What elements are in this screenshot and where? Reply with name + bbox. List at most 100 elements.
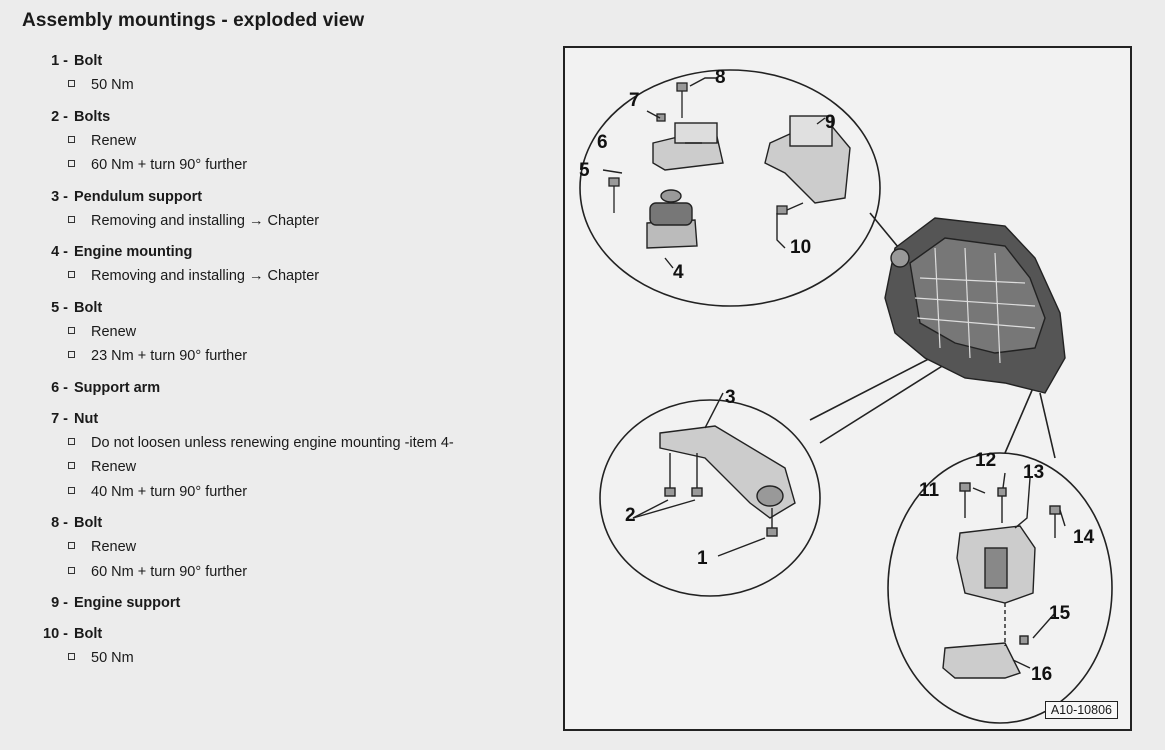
legend-item-number: 1 -: [51, 53, 68, 69]
legend-item: 1 - Bolt 50 Nm: [36, 50, 536, 98]
callout-15: 15: [1049, 603, 1071, 624]
legend-item-number: 10 -: [43, 626, 68, 642]
legend-item-name: Support arm: [74, 379, 161, 396]
legend-item-name: Pendulum support: [74, 188, 203, 205]
legend-note-text: 60 Nm + turn 90° further: [91, 563, 248, 580]
exploded-view-drawing: 8 7 6 9 5 10 4 3 2 1 11 12 13 14 15 16: [579, 67, 1113, 724]
legend-note-text: 50 Nm: [91, 650, 134, 666]
callout-1: 1: [697, 548, 708, 569]
checkbox-bullet-icon: [68, 437, 75, 445]
callout-12: 12: [975, 450, 996, 471]
legend-note: Renew: [36, 455, 536, 480]
checkbox-bullet-icon: [68, 486, 75, 494]
legend-note: Renew: [36, 535, 536, 560]
legend-item-heading: 4 - Engine mounting: [36, 241, 536, 264]
legend-note-text: 50 Nm: [91, 77, 134, 93]
legend-item-name: Bolt: [74, 53, 103, 69]
gearbox-mounting-drawing: [942, 482, 1061, 679]
legend-item-number: 4 -: [51, 244, 68, 260]
legend-note-text: Removing and installing → Chapter: [91, 212, 320, 229]
legend-note: 50 Nm: [36, 646, 536, 671]
legend-item-name: Bolt: [74, 515, 103, 531]
legend-note: Renew: [36, 129, 536, 154]
legend-note-text: Removing and installing → Chapter: [91, 268, 320, 284]
legend-note: 60 Nm + turn 90° further: [36, 153, 536, 178]
legend-item: 9 - Engine support: [36, 592, 536, 615]
legend-note: Removing and installing → Chapter: [36, 209, 536, 234]
legend-note-text: Renew: [91, 459, 137, 475]
legend-item: 7 - Nut Do not loosen unless renewing engi…: [36, 408, 536, 505]
callout-6: 6: [597, 132, 608, 153]
support-arm-drawing: [652, 122, 724, 171]
legend-note-text: Do not loosen unless renewing engine mou…: [91, 434, 454, 451]
callout-4: 4: [673, 262, 684, 283]
callout-3: 3: [725, 387, 736, 408]
checkbox-bullet-icon: [68, 215, 75, 223]
callout-8: 8: [715, 67, 726, 88]
page-title: Assembly mountings - exploded view: [22, 10, 365, 31]
checkbox-bullet-icon: [68, 271, 75, 278]
bolts-top-drawing: [608, 82, 804, 215]
legend-item-name: Engine support: [74, 595, 181, 611]
figure-reference-label: A10-10806: [1044, 701, 1118, 719]
legend-item-name: Engine mounting: [74, 244, 193, 260]
legend-item-number: 8 -: [51, 515, 68, 531]
checkbox-bullet-icon: [68, 135, 75, 143]
legend-note: Renew: [36, 320, 536, 345]
legend-note-text: 60 Nm + turn 90° further: [91, 157, 248, 173]
detail-circle-bottom-left: [599, 399, 821, 597]
engine-support-drawing: [764, 115, 851, 204]
checkbox-bullet-icon: [68, 566, 75, 574]
detail-circle-bottom-right: [887, 452, 1113, 724]
legend-item-number: 2 -: [51, 108, 68, 125]
legend-item-heading: 2 -Bolts: [36, 106, 536, 129]
legend-item-number: 5 -: [51, 299, 68, 316]
callout-11: 11: [919, 480, 940, 501]
legend-item-name: Bolt: [74, 626, 103, 642]
legend-item-number: 7 -: [51, 410, 68, 427]
legend-item-number: 6 -: [51, 379, 68, 396]
legend-item-name: Nut: [74, 410, 99, 427]
legend-note-text: Renew: [91, 539, 137, 555]
legend-item-heading: 9 - Engine support: [36, 592, 536, 615]
legend-note: 60 Nm + turn 90° further: [36, 560, 536, 585]
callout-10: 10: [790, 237, 811, 258]
legend-note: 50 Nm: [36, 73, 536, 98]
callout-16: 16: [1031, 664, 1052, 685]
legend-item: 6 - Support arm: [36, 377, 536, 400]
callout-2: 2: [625, 505, 636, 526]
checkbox-bullet-icon: [68, 326, 75, 334]
legend-item-heading: 3 - Pendulum support: [36, 186, 536, 209]
legend-note-text: Renew: [91, 323, 137, 340]
callout-7: 7: [629, 90, 640, 111]
legend-note: Do not loosen unless renewing engine mou…: [36, 431, 536, 456]
legend-item-heading: 5 -Bolt: [36, 297, 536, 320]
legend-note: 40 Nm + turn 90° further: [36, 480, 536, 505]
legend-item-heading: 7 - Nut: [36, 408, 536, 431]
engine-block-drawing: [884, 217, 1066, 394]
callout-13: 13: [1023, 462, 1044, 483]
legend-item-number: 9 -: [51, 595, 68, 611]
legend-item-heading: 10 - Bolt: [36, 623, 536, 646]
legend-item-heading: 1 - Bolt: [36, 50, 536, 73]
callout-5: 5: [579, 160, 590, 181]
callout-14: 14: [1073, 527, 1095, 548]
legend-note-text: 23 Nm + turn 90° further: [91, 348, 248, 364]
checkbox-bullet-icon: [68, 462, 75, 469]
legend-note: Removing and installing → Chapter: [36, 264, 536, 289]
engine-mounting-drawing: [646, 189, 698, 249]
checkbox-bullet-icon: [68, 653, 75, 660]
checkbox-bullet-icon: [68, 80, 75, 87]
callout-9: 9: [825, 112, 836, 133]
detail-circle-top: [579, 69, 881, 307]
legend-note-text: 40 Nm + turn 90° further: [91, 483, 248, 500]
legend-item-number: 3 -: [51, 188, 68, 205]
checkbox-bullet-icon: [68, 160, 75, 167]
checkbox-bullet-icon: [68, 542, 75, 549]
legend-note: 23 Nm + turn 90° further: [36, 344, 536, 369]
